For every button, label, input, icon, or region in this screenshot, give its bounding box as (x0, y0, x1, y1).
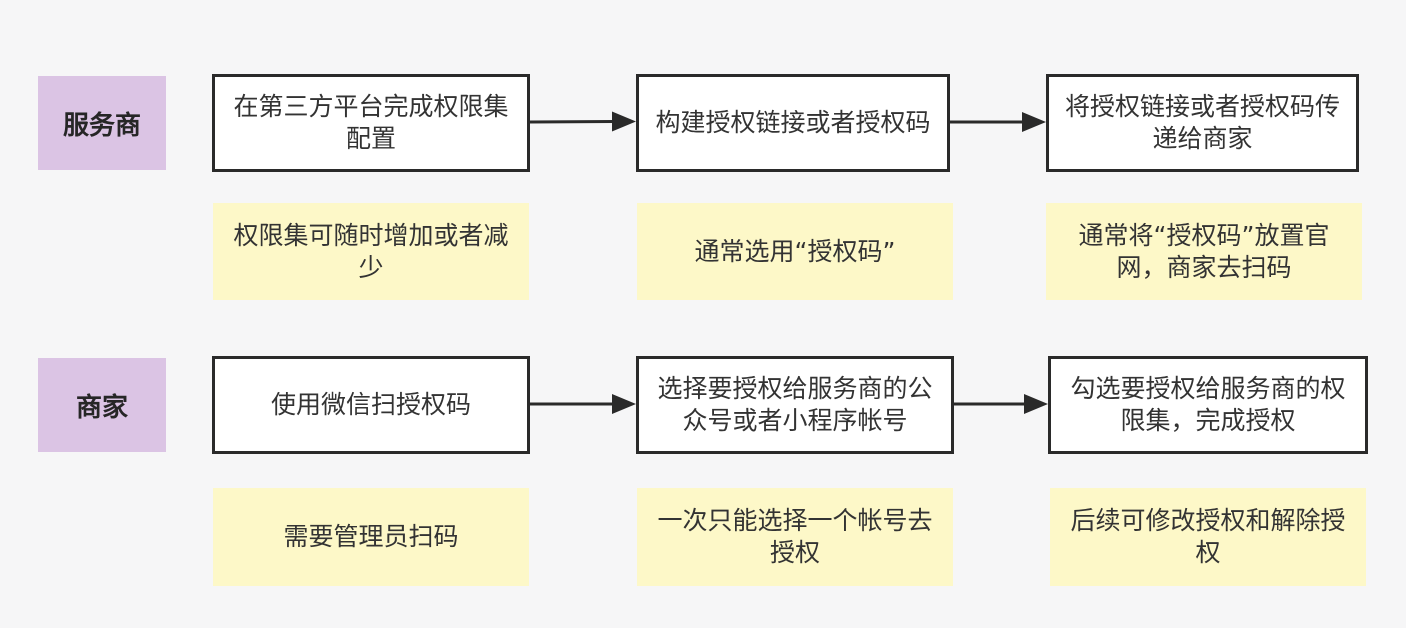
arrowhead-provider-1-2 (612, 111, 636, 132)
arrow-provider-1-2 (529, 120, 615, 124)
step-build-auth-link: 构建授权链接或者授权码 (636, 74, 950, 172)
note-modify-or-revoke: 后续可修改授权和解除授权 (1050, 488, 1366, 586)
arrowhead-merchant-2-3 (1024, 394, 1048, 414)
arrowhead-merchant-1-2 (612, 394, 636, 414)
arrowhead-provider-2-3 (1022, 112, 1046, 132)
note-permission-set-adjustable: 权限集可随时增加或者减少 (213, 203, 529, 300)
note-one-account-at-a-time: 一次只能选择一个帐号去授权 (637, 488, 953, 586)
step-deliver-to-merchant: 将授权链接或者授权码传递给商家 (1046, 74, 1359, 172)
step-scan-auth-code: 使用微信扫授权码 (212, 356, 530, 454)
lane-label-merchant: 商家 (38, 358, 166, 452)
note-use-auth-code: 通常选用“授权码” (637, 203, 953, 300)
step-select-account: 选择要授权给服务商的公众号或者小程序帐号 (636, 356, 954, 454)
note-admin-scan: 需要管理员扫码 (213, 488, 529, 586)
step-configure-permission-set: 在第三方平台完成权限集配置 (212, 74, 530, 172)
note-post-on-website: 通常将“授权码”放置官网，商家去扫码 (1046, 203, 1362, 300)
lane-label-service-provider: 服务商 (38, 76, 166, 170)
step-grant-permissions: 勾选要授权给服务商的权限集，完成授权 (1048, 356, 1368, 454)
